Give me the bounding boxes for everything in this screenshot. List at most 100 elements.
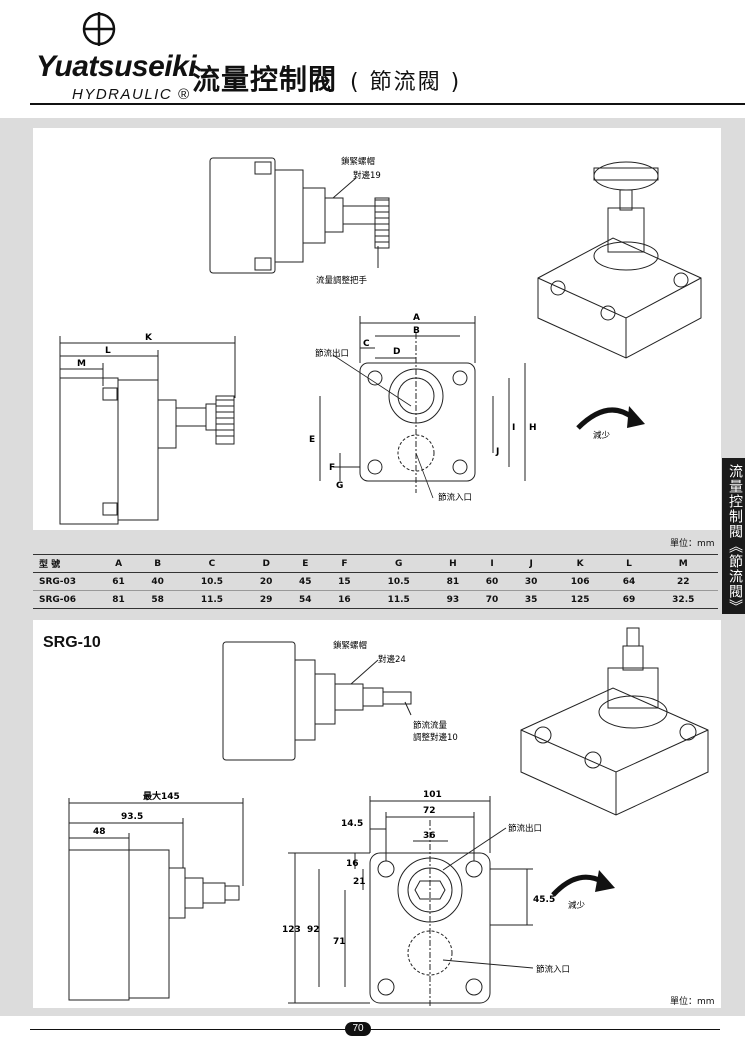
unit-note-top: 單位：mm: [670, 539, 715, 549]
table-cell: 61: [99, 572, 139, 591]
dim-l: L: [105, 346, 111, 356]
table-cell: 15: [324, 572, 364, 591]
callout-adjust-line1: 節流流量: [413, 720, 448, 731]
dim-72: 72: [423, 806, 436, 816]
table-row: SRG-03 61 40 10.5 20 45 15 10.5 81 60 30…: [33, 572, 718, 591]
dim-101: 101: [423, 790, 442, 800]
table-cell: 29: [246, 590, 286, 609]
table-cell: 32.5: [648, 590, 718, 609]
dim-g: G: [336, 481, 343, 491]
callout-inlet-10: 節流入口: [536, 964, 570, 975]
dim-k: K: [145, 333, 153, 343]
table-cell: 125: [550, 590, 610, 609]
table-cell: 22: [648, 572, 718, 591]
table-cell: 69: [609, 590, 649, 609]
footer-rule: [30, 1029, 720, 1030]
brand-subtitle: HYDRAULIC ®: [72, 86, 191, 103]
table-cell: 93: [433, 590, 473, 609]
header-cell: 型 號: [33, 554, 99, 573]
table-cell: 60: [472, 572, 512, 591]
table-row: SRG-06 81 58 11.5 29 54 16 11.5 93 70 35…: [33, 590, 718, 609]
dim-48: 48: [93, 827, 106, 837]
side-tab: 流量控制閥《節流閥》: [722, 458, 745, 614]
table-cell: 11.5: [177, 590, 247, 609]
srg-10-drawing: 鎖緊螺帽 對邊24 節流流量 調整對邊10 節流出口 節流入口 減少 最大145…: [68, 627, 709, 1008]
dim-71: 71: [333, 937, 346, 947]
table-cell: 10.5: [177, 572, 247, 591]
dim-c: C: [363, 339, 370, 349]
header-cell: G: [364, 554, 434, 573]
dim-14-5: 14.5: [341, 819, 363, 829]
spec-table: 型 號 A B C D E F G H I J K L M SRG-03 61 …: [33, 554, 718, 609]
callout-outlet: 節流出口: [315, 348, 349, 359]
srg-10-drawing-panel: 鎖緊螺帽 對邊24 節流流量 調整對邊10 節流出口 節流入口 減少 最大145…: [33, 620, 721, 1008]
table-cell: 16: [324, 590, 364, 609]
header-cell: H: [433, 554, 473, 573]
srg-03-06-drawing: 鎖緊螺帽 對邊19 流量調整把手 節流出口 節流入口 減少 K L M A B …: [59, 156, 702, 525]
header-cell: F: [324, 554, 364, 573]
table-cell: 54: [285, 590, 325, 609]
dim-92: 92: [307, 925, 320, 935]
dim-45-5: 45.5: [533, 895, 555, 905]
dim-123: 123: [282, 925, 301, 935]
table-cell: 81: [99, 590, 139, 609]
header-cell: J: [511, 554, 551, 573]
srg-03-06-drawing-panel: 鎖緊螺帽 對邊19 流量調整把手 節流出口 節流入口 減少 K L M A B …: [33, 128, 721, 530]
callout-adjust-knob: 流量調整把手: [316, 275, 368, 286]
table-cell: 20: [246, 572, 286, 591]
unit-note-bottom: 單位：mm: [670, 997, 715, 1007]
callout-outlet-10: 節流出口: [508, 823, 542, 834]
dim-21: 21: [353, 877, 366, 887]
page-subtitle: ( 節流閥 ): [350, 70, 462, 95]
header-cell: C: [177, 554, 247, 573]
dim-36: 36: [423, 831, 436, 841]
table-cell: 64: [609, 572, 649, 591]
header-cell: I: [472, 554, 512, 573]
dim-max145: 最大145: [143, 790, 180, 802]
dim-i: I: [512, 423, 515, 433]
dim-m: M: [77, 359, 86, 369]
table-cell: 30: [511, 572, 551, 591]
table-cell: 45: [285, 572, 325, 591]
table-cell: 35: [511, 590, 551, 609]
header-cell: D: [246, 554, 286, 573]
dim-f: F: [329, 463, 335, 473]
header-cell: A: [99, 554, 139, 573]
callout-decrease: 減少: [593, 430, 611, 441]
table-cell: 81: [433, 572, 473, 591]
page-header: Yuatsuseiki HYDRAULIC ® 流量控制閥 ( 節流閥 ): [0, 0, 745, 118]
table-cell: 106: [550, 572, 610, 591]
dim-e: E: [309, 435, 315, 445]
callout-decrease-10: 減少: [568, 900, 586, 911]
dim-j: J: [495, 447, 499, 457]
header-cell: B: [138, 554, 178, 573]
dim-b: B: [413, 326, 420, 336]
page-title: 流量控制閥: [192, 63, 338, 96]
header-cell: K: [550, 554, 610, 573]
table-cell: 70: [472, 590, 512, 609]
dim-d: D: [393, 347, 400, 357]
header-cell: M: [648, 554, 718, 573]
callout-inlet: 節流入口: [438, 492, 472, 503]
section-title-srg-10: SRG-10: [43, 634, 101, 651]
table-cell: SRG-03: [33, 572, 99, 591]
header-cell: E: [285, 554, 325, 573]
table-cell: 40: [138, 572, 178, 591]
dim-h: H: [529, 423, 537, 433]
dim-a: A: [413, 313, 420, 323]
dim-16: 16: [346, 859, 359, 869]
brand-name: Yuatsuseiki: [36, 50, 197, 83]
page-number: 70: [345, 1022, 371, 1036]
table-cell: SRG-06: [33, 590, 99, 609]
header-cell: L: [609, 554, 649, 573]
callout-across-flats: 對邊19: [353, 170, 381, 181]
table-cell: 11.5: [364, 590, 434, 609]
callout-lock-nut: 鎖緊螺帽: [341, 156, 375, 167]
callout-lock-nut-10: 鎖緊螺帽: [333, 640, 367, 651]
table-cell: 58: [138, 590, 178, 609]
brand-logo-icon: [82, 12, 116, 46]
callout-across-flats-10: 對邊24: [378, 654, 406, 665]
callout-adjust-line2: 調整對邊10: [413, 732, 458, 743]
dim-93-5: 93.5: [121, 812, 143, 822]
spec-table-header: 型 號 A B C D E F G H I J K L M: [33, 554, 718, 573]
